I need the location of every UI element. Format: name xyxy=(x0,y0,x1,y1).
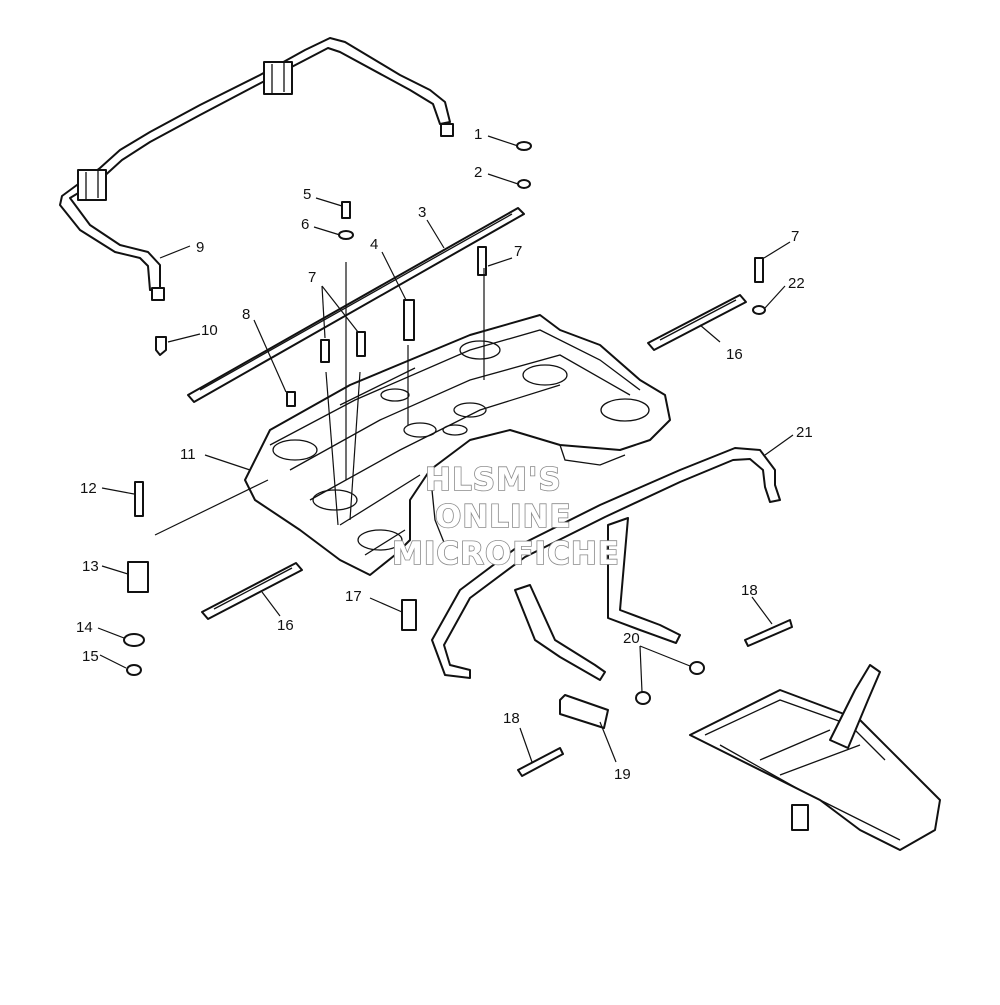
callout-12: 12 xyxy=(80,480,97,497)
rack-frame-tube xyxy=(431,447,781,681)
callout-8: 8 xyxy=(242,306,250,323)
callout-13: 13 xyxy=(82,558,99,575)
rack-rail-tube xyxy=(59,37,454,301)
watermark-line-3: MICROFICHE xyxy=(392,536,620,572)
callout-1: 1 xyxy=(474,126,482,143)
callout-4: 4 xyxy=(370,236,378,253)
mounting-plate xyxy=(559,694,609,729)
vehicle-frame xyxy=(689,664,941,851)
callout-22: 22 xyxy=(788,275,805,292)
callout-15: 15 xyxy=(82,648,99,665)
callout-6: 6 xyxy=(301,216,309,233)
watermark: HLSM'S ONLINE MICROFICHE xyxy=(391,461,620,573)
rail-strip-right xyxy=(647,294,747,351)
callout-18b: 18 xyxy=(503,710,520,727)
callout-18a: 18 xyxy=(741,582,758,599)
callout-7c: 7 xyxy=(791,228,799,245)
callout-7a: 7 xyxy=(308,269,316,286)
callout-9: 9 xyxy=(196,239,204,256)
callout-3: 3 xyxy=(418,204,426,221)
callout-19: 19 xyxy=(614,766,631,783)
rail-strip-left xyxy=(201,562,303,620)
callout-labels: 1 2 3 4 5 6 7 7 7 8 9 10 11 12 13 14 15 … xyxy=(76,126,813,783)
leader-lines xyxy=(97,135,794,763)
rail-strip-long xyxy=(187,207,525,403)
callout-7b: 7 xyxy=(514,243,522,260)
callout-16b: 16 xyxy=(277,617,294,634)
callout-20: 20 xyxy=(623,630,640,647)
callout-21: 21 xyxy=(796,424,813,441)
callout-14: 14 xyxy=(76,619,93,636)
callout-2: 2 xyxy=(474,164,482,181)
watermark-line-2: ONLINE xyxy=(435,499,572,535)
callout-16a: 16 xyxy=(726,346,743,363)
watermark-line-1: HLSM'S xyxy=(425,462,562,498)
callout-10: 10 xyxy=(201,322,218,339)
callout-11: 11 xyxy=(180,446,196,463)
hardware-parts xyxy=(123,141,793,777)
callout-17: 17 xyxy=(345,588,362,605)
callout-5: 5 xyxy=(303,186,311,203)
